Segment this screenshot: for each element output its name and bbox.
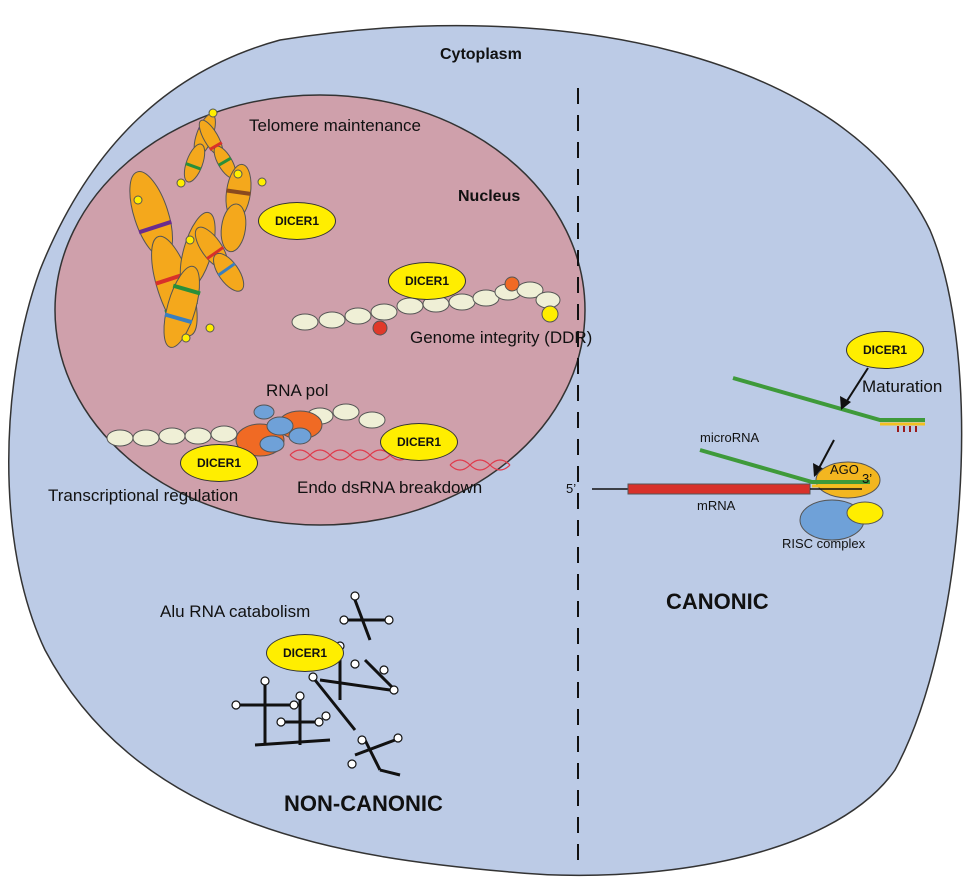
dicer1-oval-ddr: DICER1 [388,262,466,300]
alu-rna-loops [231,591,403,769]
mrna-label: mRNA [697,498,736,513]
nucleus [54,94,586,526]
cytoplasm-label: Cytoplasm [440,46,522,63]
non-canonic-label: NON-CANONIC [284,791,443,816]
maturation-label: Maturation [862,377,943,396]
dicer1-oval-alu: DICER1 [266,634,344,672]
alu-rna-structures [240,599,401,777]
canonic-label: CANONIC [666,589,769,614]
rna-pol-label: RNA pol [266,381,329,400]
canonic-pathway [592,367,925,541]
rna-polymerase [235,404,323,457]
ago-label: AGO [830,462,859,477]
telomere-label: Telomere maintenance [249,116,421,135]
endo-dsrna-label: Endo dsRNA breakdown [297,478,483,497]
three-prime-label: 3’ [862,471,873,486]
five-prime-label: 5’ [566,481,577,496]
nucleosome-chain-transcription [106,403,386,447]
risc-label: RISC complex [782,536,866,551]
nucleus-label: Nucleus [458,188,521,205]
dicer1-oval-canonic: DICER1 [846,331,924,369]
chromosomes [129,108,267,348]
microrna-label: microRNA [700,430,760,445]
transcriptional-label: Transcriptional regulation [48,486,239,505]
dicer1-oval-transcription: DICER1 [180,444,258,482]
dicer1-oval-dsrna: DICER1 [380,423,458,461]
alu-label: Alu RNA catabolism [160,602,311,621]
genome-integrity-label: Genome integrity (DDR) [410,328,593,347]
nucleosome-chain-ddr [291,281,561,331]
dicer1-oval-nucleus: DICER1 [258,202,336,240]
